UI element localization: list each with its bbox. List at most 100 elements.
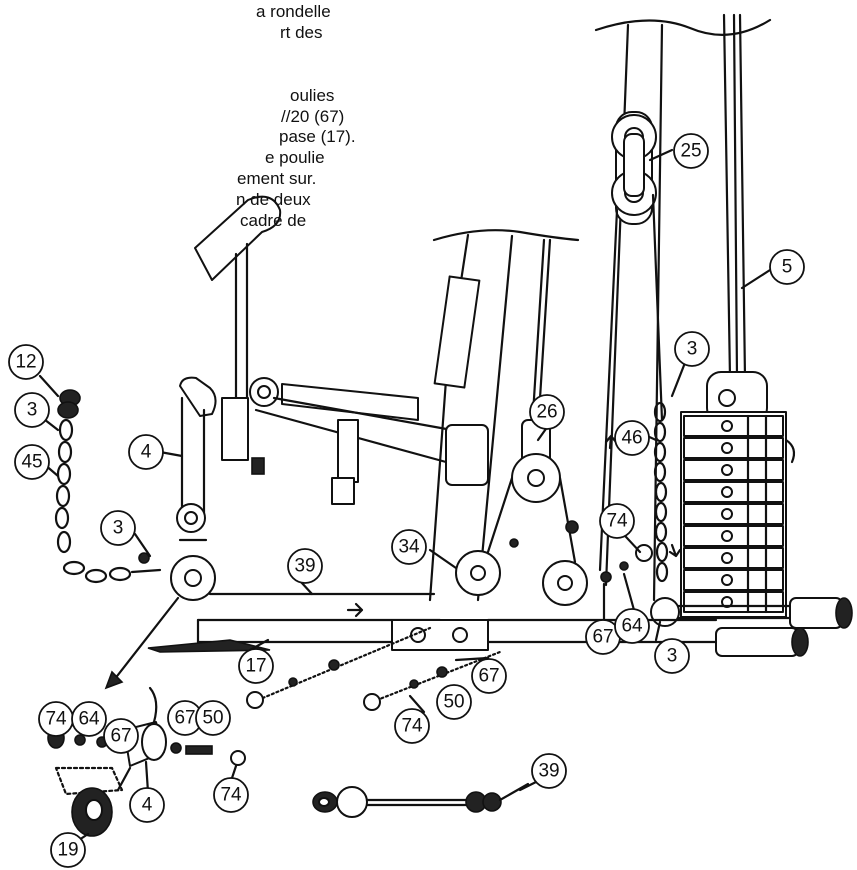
- press-arm: [194, 195, 282, 475]
- svg-text:64: 64: [621, 616, 643, 637]
- seat-assembly: [249, 377, 489, 505]
- weight-plate: [683, 591, 784, 613]
- weight-plate: [683, 525, 784, 547]
- instruction-line: pase (17).: [279, 127, 356, 146]
- callout-67: 67: [585, 619, 621, 655]
- svg-text:67: 67: [174, 708, 195, 729]
- plate-divider: [746, 568, 768, 592]
- instruction-line: oulies: [290, 86, 335, 105]
- left-arm-bracket: [170, 376, 217, 601]
- callout-74: 74: [394, 708, 430, 744]
- svg-text:45: 45: [21, 452, 42, 473]
- svg-text:3: 3: [687, 339, 698, 360]
- plate-pin-hole: [721, 464, 733, 476]
- plate-pin-hole: [721, 442, 733, 454]
- instruction-line: rt des: [280, 23, 323, 42]
- weight-plate: [683, 547, 784, 569]
- callout-67: 67: [471, 658, 507, 694]
- svg-text:25: 25: [680, 141, 701, 162]
- callouts: 25 5 3 12 3 45 4 3 46 26 74 34 39 67 64 …: [8, 133, 805, 868]
- callout-50: 50: [195, 700, 231, 736]
- svg-text:34: 34: [398, 537, 420, 558]
- cable: [598, 208, 619, 572]
- callout-74: 74: [213, 777, 249, 813]
- callout-39: 39: [287, 548, 323, 584]
- plate-divider: [746, 546, 768, 570]
- instruction-line: e poulie: [265, 148, 325, 167]
- weight-stack: [680, 371, 796, 618]
- weight-plate: [683, 503, 784, 525]
- instruction-line: n de deux: [236, 190, 311, 209]
- callout-26: 26: [529, 394, 565, 430]
- callout-67: 67: [103, 718, 139, 754]
- instruction-line: ement sur.: [237, 169, 317, 188]
- weight-plate: [683, 569, 784, 591]
- plate-pin-hole: [721, 552, 733, 564]
- svg-text:74: 74: [606, 511, 628, 532]
- callout-50: 50: [436, 684, 472, 720]
- base-frame-right: [650, 597, 853, 657]
- plate-pin-hole: [721, 508, 733, 520]
- callout-25: 25: [673, 133, 709, 169]
- weight-plate: [683, 415, 784, 437]
- svg-text:74: 74: [401, 716, 423, 737]
- weight-plate: [683, 459, 784, 481]
- callout-3: 3: [654, 638, 690, 674]
- plate-divider: [746, 436, 768, 460]
- callout-19: 19: [50, 832, 86, 868]
- svg-text:39: 39: [294, 556, 315, 577]
- callout-64: 64: [71, 701, 107, 737]
- svg-text:67: 67: [592, 627, 613, 648]
- callout-74: 74: [599, 503, 635, 539]
- svg-text:3: 3: [27, 400, 38, 421]
- callout-34: 34: [391, 529, 427, 565]
- cable: [651, 193, 664, 422]
- weight-plate: [683, 437, 784, 459]
- upper-pulley-assembly: [611, 111, 657, 225]
- callout-64: 64: [614, 608, 650, 644]
- callout-3: 3: [674, 331, 710, 367]
- explode-line-17: [246, 626, 432, 709]
- plate-divider: [746, 524, 768, 548]
- svg-text:39: 39: [538, 761, 559, 782]
- callout-5: 5: [769, 249, 805, 285]
- svg-text:74: 74: [45, 709, 67, 730]
- svg-text:5: 5: [782, 257, 793, 278]
- svg-text:19: 19: [57, 840, 78, 861]
- svg-text:50: 50: [443, 692, 464, 713]
- callout-3: 3: [100, 510, 136, 546]
- plate-divider: [746, 414, 768, 438]
- svg-text:3: 3: [667, 646, 678, 667]
- callout-46: 46: [614, 420, 650, 456]
- cable-39: [312, 782, 530, 818]
- svg-text:64: 64: [78, 709, 100, 730]
- callout-39: 39: [531, 753, 567, 789]
- plate-divider: [746, 458, 768, 482]
- left-chain: [54, 389, 162, 584]
- plate-pin-hole: [721, 530, 733, 542]
- svg-text:4: 4: [142, 795, 153, 816]
- svg-text:46: 46: [621, 428, 642, 449]
- plate-divider: [746, 480, 768, 504]
- callout-3: 3: [14, 392, 50, 428]
- center-column: [428, 229, 580, 602]
- callout-17: 17: [238, 648, 274, 684]
- callout-74: 74: [38, 701, 74, 737]
- instruction-line: cadre de: [240, 211, 307, 230]
- plate-divider: [746, 502, 768, 526]
- callout-4: 4: [129, 787, 165, 823]
- plate-pin-hole: [721, 420, 733, 432]
- svg-text:67: 67: [478, 666, 499, 687]
- explode-line-50: [363, 650, 502, 711]
- callout-4: 4: [128, 434, 164, 470]
- svg-text:26: 26: [536, 402, 557, 423]
- callout-45: 45: [14, 444, 50, 480]
- svg-text:12: 12: [15, 352, 36, 373]
- plate-pin-hole: [721, 574, 733, 586]
- plate-divider: [746, 590, 768, 614]
- svg-text:4: 4: [141, 442, 152, 463]
- instruction-line: //20 (67): [281, 107, 345, 126]
- plate-pin-hole: [721, 486, 733, 498]
- svg-text:3: 3: [113, 518, 124, 539]
